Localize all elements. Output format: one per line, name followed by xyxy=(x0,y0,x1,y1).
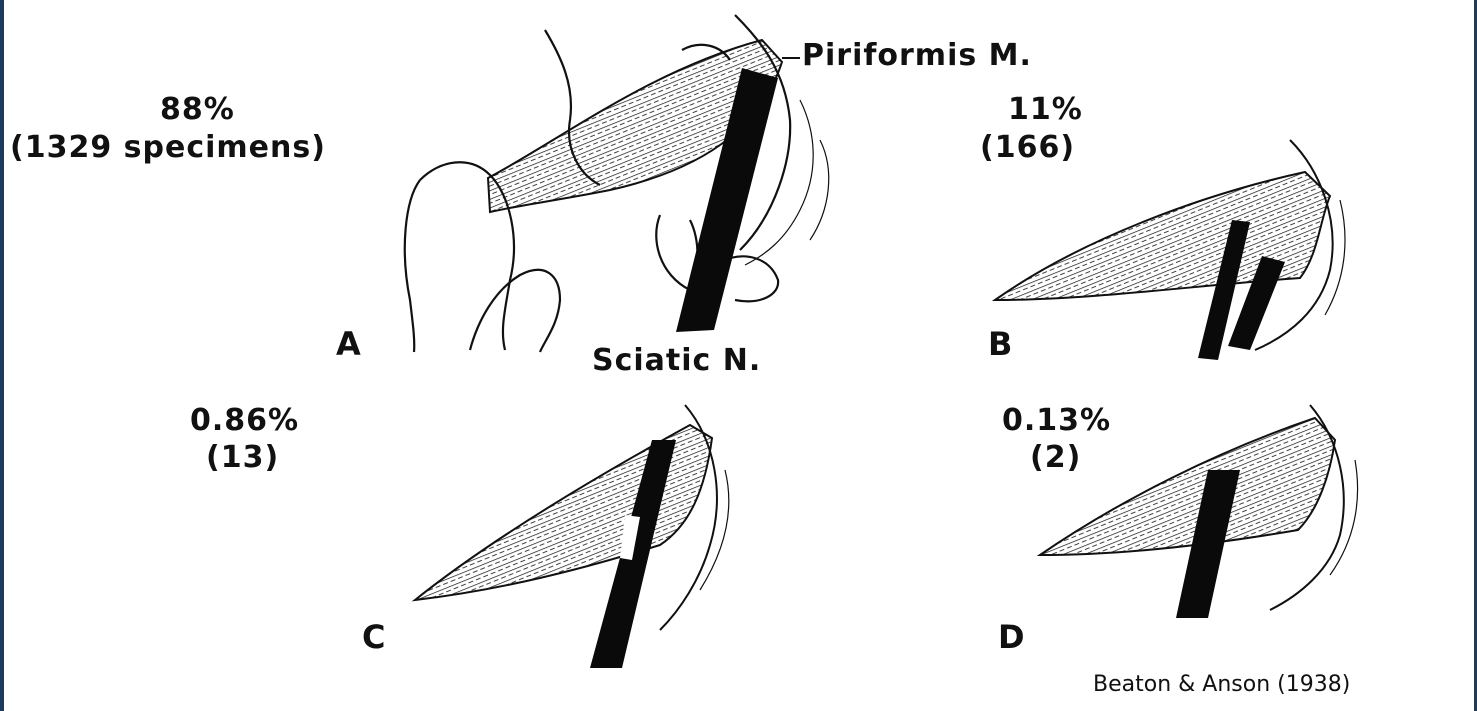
panel-c-percent: 0.86% xyxy=(190,403,299,438)
panel-b-letter: B xyxy=(988,325,1013,363)
piriformis-muscle-d xyxy=(1040,418,1335,555)
panel-a-percent: 88% xyxy=(160,92,235,127)
panel-c-letter: C xyxy=(362,618,386,656)
panel-b-illustration xyxy=(995,140,1345,360)
piriformis-label: Piriformis M. xyxy=(802,38,1032,73)
panel-c-count: (13) xyxy=(206,440,279,475)
panel-a-letter: A xyxy=(336,325,362,363)
panel-b-percent: 11% xyxy=(1008,92,1083,127)
sciatic-nerve-label: Sciatic N. xyxy=(592,343,761,378)
panel-d-count: (2) xyxy=(1030,440,1081,475)
panel-b-count: (166) xyxy=(980,130,1075,165)
panel-d-letter: D xyxy=(998,618,1026,656)
femur-shaft-outline xyxy=(405,180,420,352)
panel-c-illustration xyxy=(415,405,729,668)
citation: Beaton & Anson (1938) xyxy=(1093,672,1350,697)
piriformis-muscle-b xyxy=(995,172,1330,300)
panel-a-count: (1329 specimens) xyxy=(10,130,326,165)
panel-d-percent: 0.13% xyxy=(1002,403,1111,438)
